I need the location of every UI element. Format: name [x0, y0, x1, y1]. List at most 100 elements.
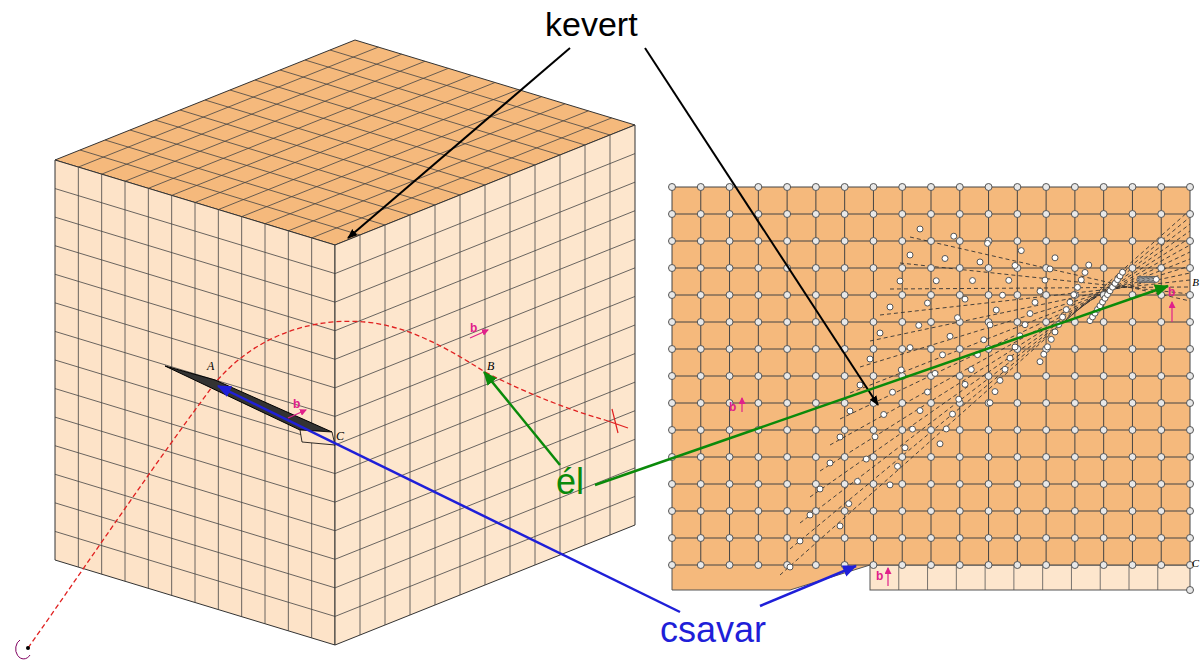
atom: [726, 427, 733, 434]
atom: [812, 238, 819, 245]
art-stroke: [1100, 565, 1101, 590]
atom: [755, 319, 762, 326]
atom: [1014, 562, 1021, 569]
callout-label: kevert: [545, 6, 638, 43]
art-stroke: [280, 70, 560, 155]
displaced-atom: [1075, 284, 1081, 290]
art-stroke: [810, 231, 1190, 497]
atom: [1158, 535, 1165, 542]
art-stroke: [870, 273, 1190, 341]
atom: [1071, 508, 1078, 515]
atom: [870, 373, 877, 380]
displaced-atom: [1063, 307, 1069, 313]
atom: [899, 400, 906, 407]
point-letter: C: [336, 430, 344, 443]
atom: [726, 346, 733, 353]
atom: [755, 481, 762, 488]
atom: [928, 454, 935, 461]
atom: [985, 481, 992, 488]
atom: [726, 481, 733, 488]
atom: [841, 211, 848, 218]
displaced-atom: [890, 389, 896, 395]
art-stroke: [1071, 565, 1072, 590]
atom: [697, 265, 704, 272]
atom: [697, 481, 704, 488]
atom: [928, 292, 935, 299]
art-stroke: [180, 110, 460, 195]
atom: [812, 427, 819, 434]
displaced-atom: [985, 240, 991, 246]
point-letter: B: [487, 360, 494, 373]
art-stroke: [335, 211, 635, 331]
atom: [1187, 319, 1194, 326]
atom: [1071, 211, 1078, 218]
displaced-atom: [910, 426, 916, 432]
atom: [812, 562, 819, 569]
displaced-atom: [925, 300, 931, 306]
displaced-atom: [837, 523, 843, 529]
atom: [1158, 211, 1165, 218]
atom: [985, 508, 992, 515]
atom: [956, 265, 963, 272]
art-stroke: [900, 263, 1190, 294]
art-stroke: [55, 360, 335, 445]
displaced-atom: [1041, 351, 1047, 357]
atom: [669, 346, 676, 353]
atom: [928, 481, 935, 488]
atom: [1071, 184, 1078, 191]
atom: [784, 481, 791, 488]
atom: [697, 184, 704, 191]
atom: [812, 319, 819, 326]
displaced-atom: [846, 501, 852, 507]
atom: [697, 562, 704, 569]
atom: [1158, 265, 1165, 272]
atom: [928, 427, 935, 434]
atom: [669, 319, 676, 326]
displaced-atom: [933, 278, 939, 284]
atom: [1187, 184, 1194, 191]
displaced-atom: [950, 411, 956, 417]
atom: [1043, 238, 1050, 245]
burgers-vector: b: [1168, 286, 1175, 299]
displaced-atom: [907, 252, 913, 258]
displaced-atom: [977, 259, 983, 265]
displaced-atom: [937, 441, 943, 447]
atom: [1158, 400, 1165, 407]
atom: [985, 211, 992, 218]
displaced-atom: [993, 307, 999, 313]
atom: [1129, 373, 1136, 380]
atom: [669, 427, 676, 434]
atom: [1014, 481, 1021, 488]
atom: [726, 508, 733, 515]
atom: [1071, 346, 1078, 353]
atom: [755, 535, 762, 542]
atom: [812, 535, 819, 542]
displaced-atom: [1048, 336, 1054, 342]
atom: [726, 535, 733, 542]
atom: [726, 454, 733, 461]
atom: [1100, 562, 1107, 569]
atom: [784, 319, 791, 326]
atom: [1014, 319, 1021, 326]
displaced-atom: [1032, 299, 1038, 305]
atom: [928, 346, 935, 353]
atom: [1043, 373, 1050, 380]
shifted-strip: [870, 565, 1190, 590]
displaced-atom: [1078, 277, 1084, 283]
atom: [1158, 292, 1165, 299]
atom: [784, 535, 791, 542]
art-stroke: [255, 80, 535, 165]
art-stroke: [55, 531, 335, 616]
displaced-atom: [942, 255, 948, 261]
atom: [841, 481, 848, 488]
atom: [1043, 319, 1050, 326]
atom: [870, 319, 877, 326]
atom: [1043, 184, 1050, 191]
displaced-atom: [917, 408, 923, 414]
art-stroke: [55, 446, 335, 531]
art-stroke: [55, 417, 335, 502]
atom: [870, 184, 877, 191]
atom: [870, 238, 877, 245]
displaced-atom: [1002, 366, 1008, 372]
